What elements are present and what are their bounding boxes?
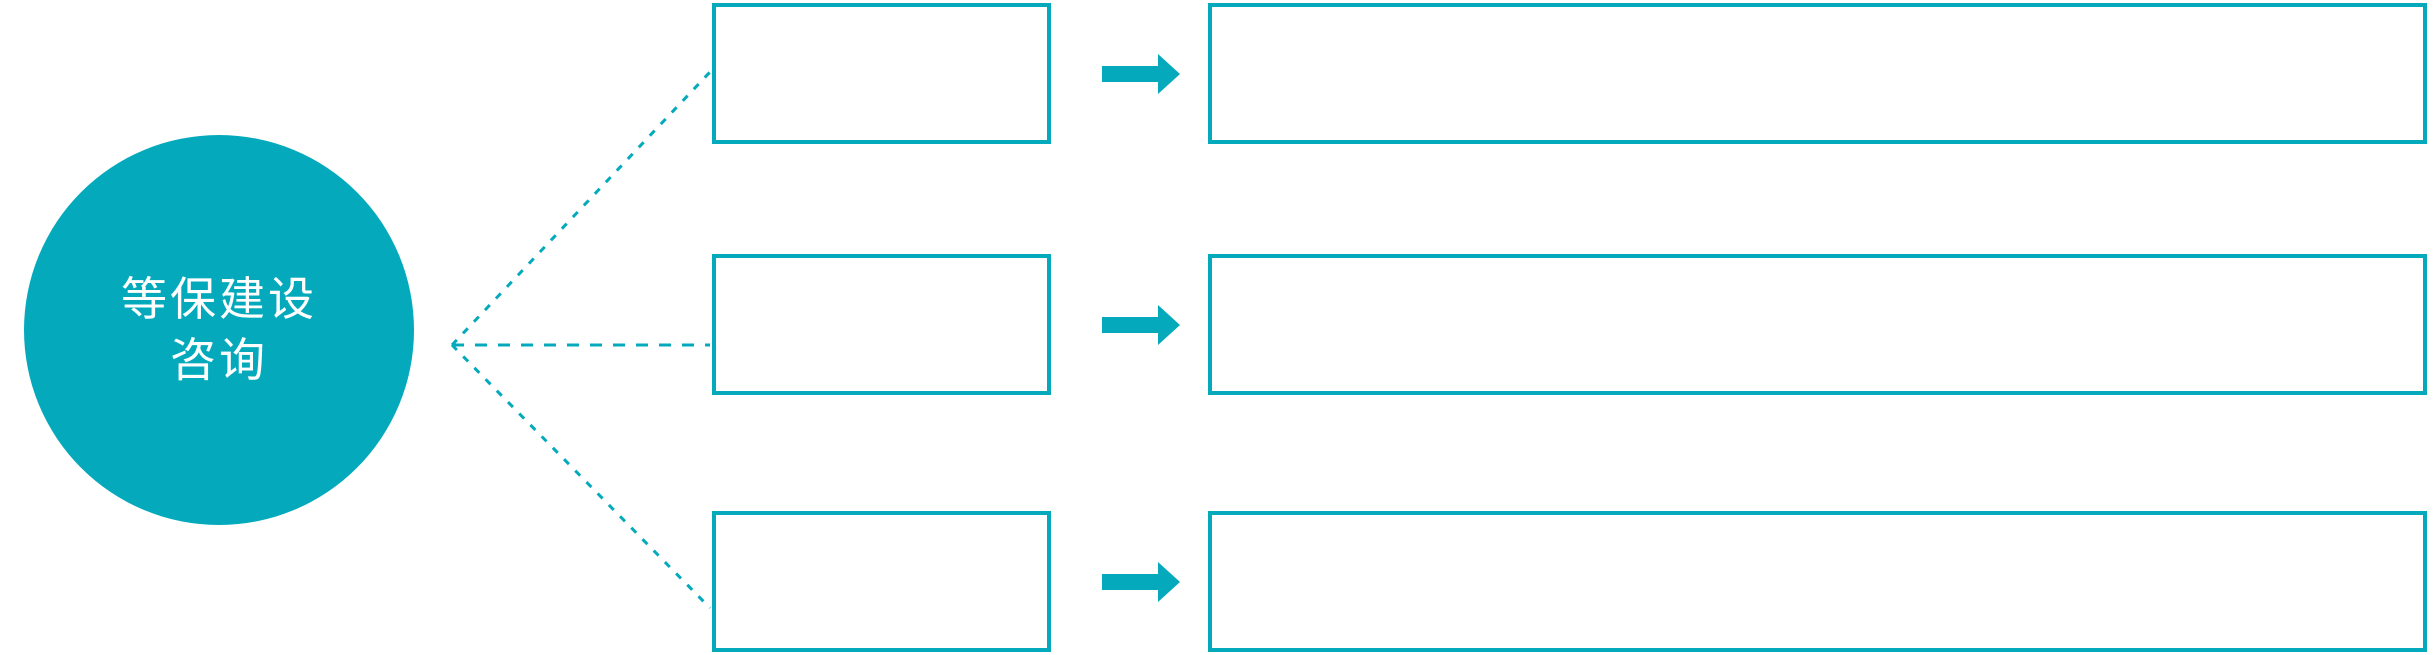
hub-label-line-2: 咨询 — [170, 334, 268, 386]
diagram-row-3 — [0, 511, 2434, 652]
row-1-detail-box[interactable] — [1208, 3, 2427, 144]
arrow-right-icon — [1102, 305, 1180, 345]
hub-label-line-1: 等保建设 — [121, 273, 317, 326]
row-1-category-box[interactable] — [712, 3, 1051, 144]
diagram-row-1 — [0, 3, 2434, 144]
arrow-right-icon — [1102, 54, 1180, 94]
row-3-category-box[interactable] — [712, 511, 1051, 652]
row-2-detail-box[interactable] — [1208, 254, 2427, 395]
row-2-category-box[interactable] — [712, 254, 1051, 395]
hub-circle[interactable]: 等保建设 咨询 — [24, 135, 414, 525]
diagram-row-2 — [0, 254, 2434, 395]
row-3-detail-box[interactable] — [1208, 511, 2427, 652]
arrow-right-icon — [1102, 562, 1180, 602]
